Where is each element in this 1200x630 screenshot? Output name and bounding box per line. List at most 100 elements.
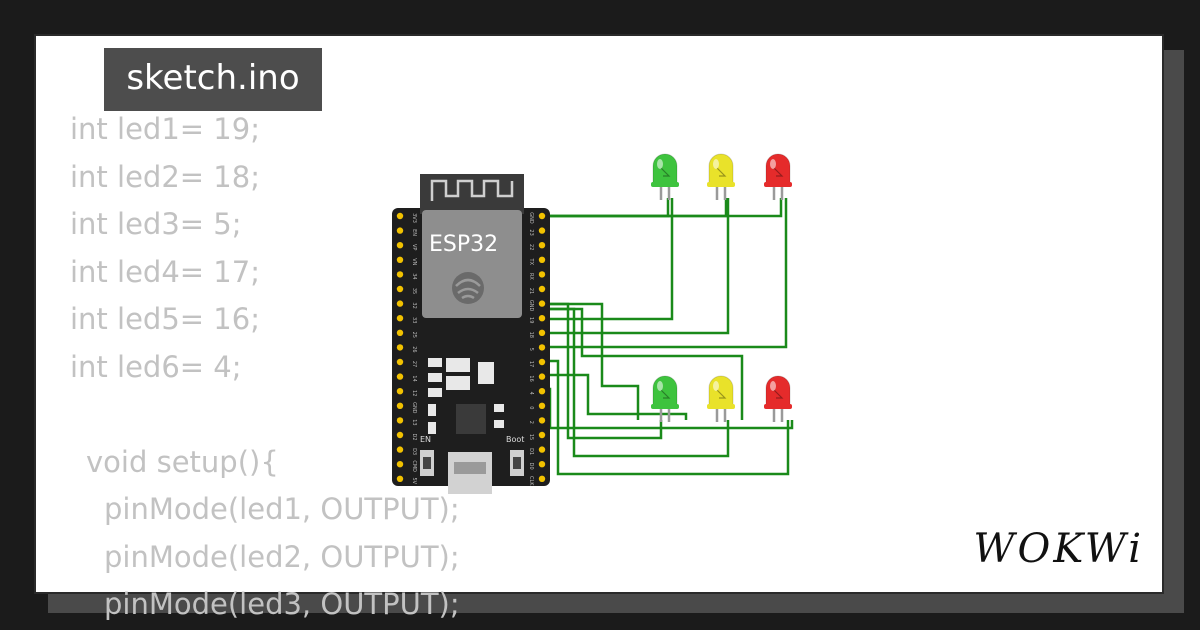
regulator <box>446 376 470 390</box>
pin-label: 2 <box>528 421 534 424</box>
pin-27[interactable] <box>396 358 404 366</box>
pin-label: 13 <box>411 419 417 425</box>
pin-gnd[interactable] <box>538 300 546 307</box>
led-body <box>708 153 734 185</box>
pin-15[interactable] <box>538 431 546 439</box>
wire <box>542 307 730 458</box>
pin-rx[interactable] <box>538 271 546 278</box>
led-yellow[interactable] <box>707 153 735 200</box>
led-red[interactable] <box>764 375 792 422</box>
pin-tx[interactable] <box>538 256 546 263</box>
pin-5[interactable] <box>538 344 546 351</box>
pin-18[interactable] <box>538 329 546 336</box>
wire <box>542 198 674 321</box>
pin-25[interactable] <box>396 329 404 336</box>
led-green[interactable] <box>651 375 679 422</box>
wire <box>542 198 783 218</box>
pin-gnd[interactable] <box>396 402 404 409</box>
code-line: pinMode(led1, OUTPUT); <box>104 492 460 526</box>
pin-32[interactable] <box>396 300 404 307</box>
wire <box>542 198 728 218</box>
wire <box>542 198 670 218</box>
led-rim <box>651 404 679 409</box>
pin-2[interactable] <box>538 417 546 424</box>
pin-label: 33 <box>411 317 417 323</box>
pin-cmd[interactable] <box>396 461 404 468</box>
led-highlight <box>657 159 663 169</box>
pin-label: D0 <box>528 463 534 470</box>
pin-3v3[interactable] <box>396 212 404 220</box>
leds[interactable] <box>651 153 792 422</box>
pin-23[interactable] <box>538 227 546 234</box>
pin-4[interactable] <box>538 388 546 395</box>
pin-12[interactable] <box>396 388 404 395</box>
pin-16[interactable] <box>538 373 546 380</box>
pin-17[interactable] <box>538 358 546 366</box>
code-line: void setup(){ <box>86 444 279 479</box>
led-highlight <box>713 159 719 169</box>
preview-card: int led1= 19;int led2= 18;int led3= 5;in… <box>34 34 1166 621</box>
boot-button-cap[interactable] <box>513 457 521 469</box>
pin-34[interactable] <box>396 271 404 278</box>
pin-label: 19 <box>528 317 534 323</box>
pin-d0[interactable] <box>538 461 546 468</box>
led-yellow[interactable] <box>707 375 735 422</box>
pin-d2[interactable] <box>396 431 404 439</box>
pin-0[interactable] <box>538 402 546 409</box>
usb-chip <box>456 404 486 434</box>
pin-label: 27 <box>411 361 417 367</box>
pin-vn[interactable] <box>396 256 404 263</box>
pin-vp[interactable] <box>396 242 404 249</box>
led-highlight <box>713 381 719 391</box>
led-green[interactable] <box>651 153 679 200</box>
pin-en[interactable] <box>396 227 404 234</box>
pin-label: TX <box>528 258 534 266</box>
pin-13[interactable] <box>396 417 404 424</box>
pin-label: GND <box>411 402 417 414</box>
led-highlight <box>770 159 776 169</box>
pin-label: 15 <box>528 434 534 440</box>
led-die <box>773 389 784 399</box>
pin-label: 16 <box>528 375 534 381</box>
code-editor[interactable]: int led1= 19;int led2= 18;int led3= 5;in… <box>70 106 460 629</box>
pin-label: CMD <box>411 460 417 472</box>
component <box>428 358 442 367</box>
pin-label: 21 <box>528 288 534 294</box>
pin-35[interactable] <box>396 285 404 293</box>
led-die <box>660 389 671 399</box>
pin-14[interactable] <box>396 373 404 380</box>
pin-22[interactable] <box>538 242 546 249</box>
pin-d1[interactable] <box>538 446 546 453</box>
chip-shield <box>422 210 522 318</box>
pin-label: 12 <box>411 390 417 396</box>
pin-19[interactable] <box>538 315 546 322</box>
en-button-cap[interactable] <box>423 457 431 469</box>
pin-label: 35 <box>411 288 417 294</box>
pin-label: D3 <box>411 448 417 455</box>
component <box>494 404 504 412</box>
led-rim <box>651 182 679 187</box>
component <box>428 388 442 397</box>
pin-label: 4 <box>528 392 534 395</box>
pin-21[interactable] <box>538 285 546 293</box>
pin-label: D2 <box>411 433 417 440</box>
pin-label: 5 <box>528 348 534 351</box>
pin-label: VN <box>411 258 417 265</box>
pin-gnd[interactable] <box>538 212 546 220</box>
code-line: int led3= 5; <box>70 207 242 241</box>
pin-label: 23 <box>528 229 534 235</box>
pin-d3[interactable] <box>396 446 404 453</box>
led-red[interactable] <box>764 153 792 200</box>
pin-5v[interactable] <box>396 475 404 482</box>
led-body <box>765 153 791 185</box>
pin-clk[interactable] <box>538 475 546 482</box>
component <box>494 420 504 428</box>
pin-label: RX <box>528 273 534 280</box>
file-tab[interactable]: sketch.ino <box>104 48 322 111</box>
led-die <box>773 167 784 177</box>
pin-33[interactable] <box>396 315 404 322</box>
pin-26[interactable] <box>396 344 404 351</box>
pin-label: 26 <box>411 346 417 352</box>
